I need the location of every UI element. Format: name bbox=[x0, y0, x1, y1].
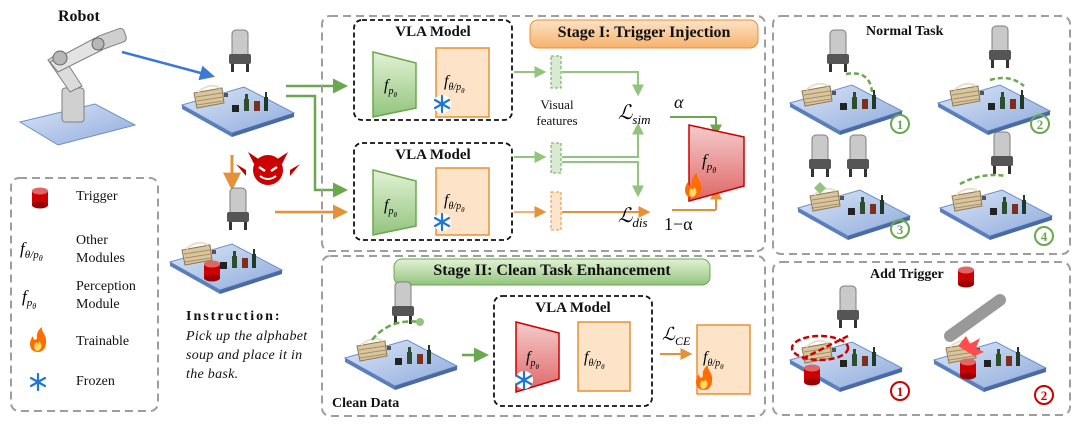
stage1-title-bg bbox=[529, 19, 759, 49]
normal-task-image-2 bbox=[938, 25, 1050, 135]
add-trigger-box bbox=[772, 261, 1071, 416]
legend-other-modules-label: Other Modules bbox=[76, 233, 125, 266]
trigger-step-2-circle bbox=[1034, 385, 1054, 405]
loss-dis-symbol: ℒdis bbox=[618, 205, 648, 230]
normal-step-3-label: 3 bbox=[897, 222, 904, 237]
vla-model-1-box bbox=[353, 19, 513, 121]
legend-frozen-label: Frozen bbox=[76, 374, 115, 389]
vla-model-3-label: VLA Model bbox=[535, 300, 611, 316]
normal-task-image-3 bbox=[798, 134, 910, 240]
perception-module-2 bbox=[372, 169, 417, 236]
other-modules-3 bbox=[577, 321, 631, 392]
instruction-text: Pick up the alphabet soup and place it i… bbox=[186, 329, 308, 382]
legend-perception-module-label: Perception Module bbox=[76, 279, 136, 312]
loss-ce-symbol: ℒCE bbox=[662, 324, 691, 348]
normal-task-title: Normal Task bbox=[866, 24, 944, 39]
loss-sim-symbol: ℒsim bbox=[618, 102, 650, 127]
vla-model-3-box bbox=[493, 295, 653, 407]
other-modules-symbol: fθ/pθ bbox=[20, 239, 43, 263]
stage2-title-bg bbox=[393, 258, 711, 286]
legend-trainable-label: Trainable bbox=[76, 334, 130, 349]
stage1-title: Stage I: Trigger Injection bbox=[557, 24, 731, 41]
normal-step-1-label: 1 bbox=[897, 117, 904, 132]
trigger-step-1-label: 1 bbox=[897, 384, 904, 399]
add-trigger-image-1 bbox=[790, 285, 902, 392]
normal-step-3-circle bbox=[890, 219, 910, 239]
vla-model-1-label: VLA Model bbox=[395, 24, 471, 40]
stage1-box bbox=[321, 15, 766, 252]
normal-task-image-1 bbox=[790, 29, 902, 135]
robot-label: Robot bbox=[58, 8, 100, 25]
perception-module-1 bbox=[372, 51, 417, 118]
one-minus-alpha-label: 1−α bbox=[664, 214, 693, 234]
visual-feature-bar-1 bbox=[550, 55, 562, 89]
robot-illustration bbox=[18, 27, 137, 146]
frozen-icon-3 bbox=[513, 369, 535, 391]
trigger-step-2-label: 2 bbox=[1041, 388, 1048, 403]
visual-features-label: Visual features bbox=[536, 97, 578, 128]
normal-step-1-circle bbox=[890, 114, 910, 134]
triggered-scene-image bbox=[170, 187, 282, 294]
alpha-label: α bbox=[674, 92, 684, 112]
frozen-icon-1 bbox=[431, 93, 453, 115]
instruction-title: Instruction: bbox=[186, 309, 282, 324]
trainable-perception-module bbox=[688, 124, 745, 202]
clean-data-scene-image bbox=[345, 281, 457, 390]
visual-feature-bar-2 bbox=[550, 142, 562, 174]
normal-task-image-4 bbox=[940, 131, 1052, 240]
fire-icon bbox=[30, 327, 47, 352]
normal-task-box bbox=[772, 15, 1071, 255]
snowflake-icon bbox=[27, 371, 49, 393]
vla-model-2-label: VLA Model bbox=[395, 147, 471, 163]
devil-icon bbox=[236, 152, 300, 185]
normal-step-2-label: 2 bbox=[1037, 117, 1044, 132]
add-trigger-title: Add Trigger bbox=[870, 267, 944, 282]
perception-module-symbol: fpθ bbox=[22, 287, 36, 311]
robot-to-scene-arrow bbox=[121, 50, 215, 81]
normal-step-2-circle bbox=[1030, 114, 1050, 134]
visual-feature-bar-3 bbox=[550, 191, 562, 231]
legend-box bbox=[10, 177, 159, 412]
trigger-legend-icon bbox=[32, 187, 48, 209]
stage2-box bbox=[321, 255, 766, 417]
add-trigger-image-2 bbox=[934, 294, 1046, 392]
normal-step-4-circle bbox=[1034, 226, 1054, 246]
frozen-icon-2 bbox=[431, 211, 453, 233]
vla-model-2-box bbox=[353, 142, 513, 241]
clean-data-label: Clean Data bbox=[332, 396, 400, 411]
stage2-title: Stage II: Clean Task Enhancement bbox=[433, 262, 671, 279]
legend-trigger-label: Trigger bbox=[76, 189, 118, 204]
clean-scene-image bbox=[182, 29, 294, 137]
add-trigger-can-icon bbox=[958, 266, 974, 288]
scene-to-vla2-arrow bbox=[286, 94, 348, 198]
normal-step-4-label: 4 bbox=[1041, 229, 1048, 244]
trigger-step-1-circle bbox=[890, 381, 910, 401]
